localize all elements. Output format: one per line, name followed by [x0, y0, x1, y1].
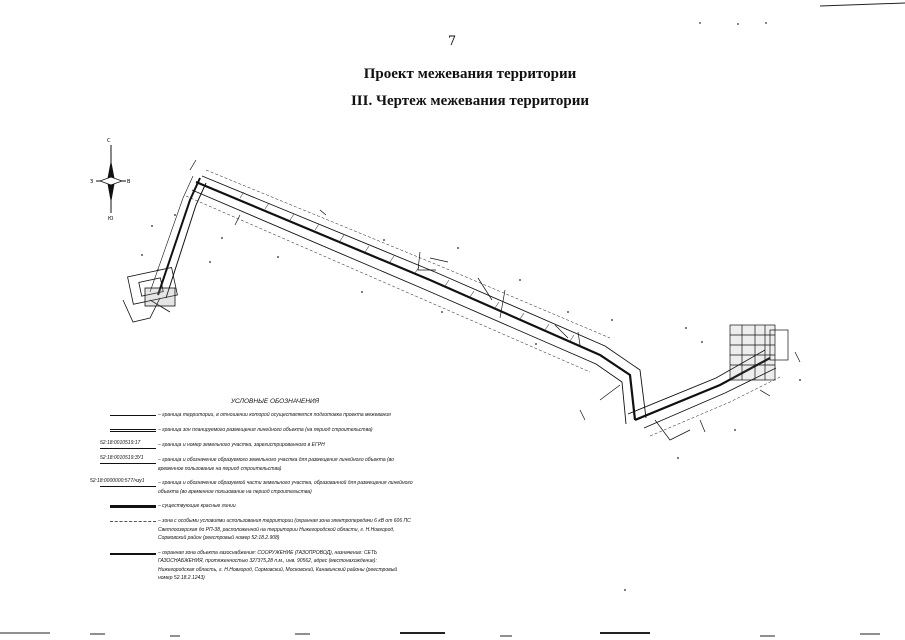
compass-south-label: Ю — [108, 216, 114, 222]
legend-symbol-zone — [100, 426, 158, 435]
parcel-boundaries — [189, 159, 801, 441]
legend-symbol-code: 52:18:0010519:ЗУ1 — [100, 455, 158, 465]
legend-item: – зона с особыми условиями использования… — [100, 517, 420, 543]
legend-item: – существующие красные линии — [100, 502, 420, 511]
legend-code: 52:18:0000000:577/чзу1 — [90, 478, 145, 484]
legend-code: 52:18:0010519:ЗУ1 — [100, 455, 144, 461]
compass-west-label: З — [90, 179, 93, 185]
legend-text: – охранная зона объекта газоснабжения: С… — [158, 549, 398, 582]
survey-marks — [141, 214, 801, 591]
legend-text: – граница и номер земельного участка, за… — [158, 442, 325, 448]
legend-text: – граница территории, в отношении которо… — [158, 412, 391, 418]
compass-north-label: С — [107, 138, 111, 144]
section-title: III. Чертеж межевания территории — [350, 93, 590, 109]
page-number: 7 — [447, 34, 457, 49]
legend-text: – существующие красные линии — [158, 503, 236, 509]
compass-east-label: В — [127, 179, 131, 185]
legend-item: – граница зон планируемого размещения ли… — [100, 426, 420, 435]
legend-symbol-gas-zone — [100, 549, 158, 558]
legend: УСЛОВНЫЕ ОБОЗНАЧЕНИЯ – граница территори… — [90, 398, 420, 589]
document-title: Проект межевания территории — [363, 66, 577, 82]
route-corridor — [149, 169, 783, 437]
legend-item: 52:18:0010519:17 – граница и номер земел… — [100, 440, 420, 450]
legend-text: – граница и обозначение образуемой части… — [158, 480, 413, 495]
legend-symbol-code: 52:18:0000000:577/чзу1 — [90, 478, 158, 488]
compass-icon: С Ю З В — [90, 138, 131, 222]
legend-symbol-boundary — [100, 411, 158, 420]
right-terminal-block — [729, 324, 789, 381]
legend-code: 52:18:0010519:17 — [100, 440, 141, 446]
legend-item: – охранная зона объекта газоснабжения: С… — [100, 549, 420, 583]
legend-text: – зона с особыми условиями использования… — [158, 518, 411, 541]
legend-symbol-restricted-zone — [100, 517, 158, 526]
legend-symbol-red-line — [100, 502, 158, 511]
legend-item: 52:18:0000000:577/чзу1 – граница и обозн… — [90, 478, 420, 496]
left-terminal-block — [122, 267, 178, 323]
corridor-hatching — [239, 191, 575, 342]
legend-title: УСЛОВНЫЕ ОБОЗНАЧЕНИЯ — [230, 398, 320, 405]
legend-symbol-code: 52:18:0010519:17 — [100, 440, 158, 450]
legend-text: – граница зон планируемого размещения ли… — [158, 427, 373, 433]
legend-item: – граница территории, в отношении которо… — [100, 411, 420, 420]
legend-text: – граница и обозначение образуемого земе… — [158, 457, 394, 472]
legend-item: 52:18:0010519:ЗУ1 – граница и обозначени… — [100, 455, 420, 473]
